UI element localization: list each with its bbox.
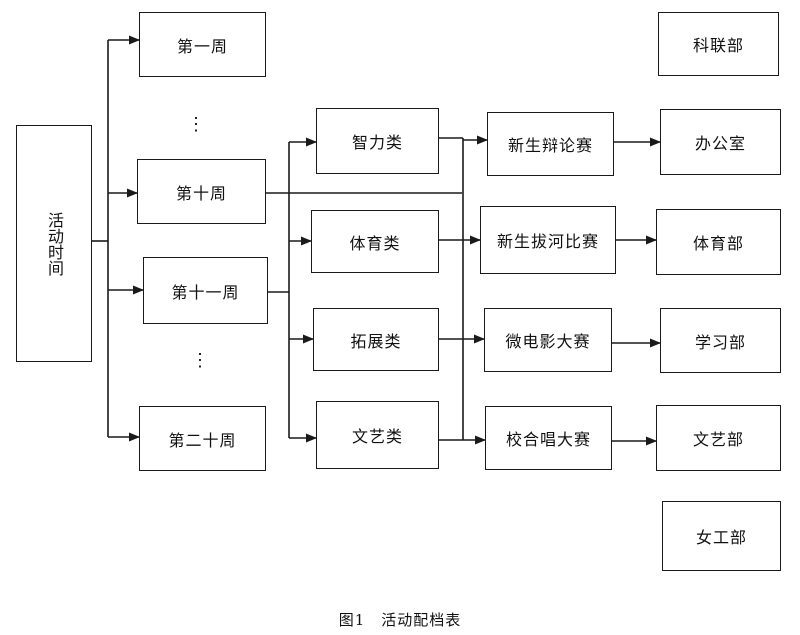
event-tug-of-war-node: 新生拔河比赛 <box>480 206 616 274</box>
dept-office-node: 办公室 <box>660 109 781 175</box>
category-arts-node: 文艺类 <box>316 401 439 469</box>
dept-women-node: 女工部 <box>662 501 781 571</box>
dept-arts-label: 文艺部 <box>692 430 744 449</box>
category-intellect-label: 智力类 <box>351 133 403 152</box>
dept-sports-node: 体育部 <box>656 209 781 275</box>
event-choir-label: 校合唱大赛 <box>505 430 591 449</box>
root-label: 活动时间 <box>45 211 64 276</box>
category-intellect-node: 智力类 <box>316 108 439 174</box>
dept-study-node: 学习部 <box>660 308 781 373</box>
dept-arts-node: 文艺部 <box>656 405 781 471</box>
event-tug-of-war-label: 新生拔河比赛 <box>496 232 599 251</box>
week-11-label: 第十一周 <box>171 282 240 302</box>
category-arts-label: 文艺类 <box>351 427 403 446</box>
figure-caption: 图1 活动配档表 <box>338 611 462 629</box>
root-node: 活动时间 <box>16 125 92 362</box>
dept-science-node: 科联部 <box>658 12 779 76</box>
dept-office-label: 办公室 <box>694 134 746 153</box>
event-micro-film-label: 微电影大赛 <box>505 332 591 351</box>
category-sports-label: 体育类 <box>349 233 401 253</box>
dept-science-label: 科联部 <box>692 36 744 55</box>
week-10-label: 第十周 <box>175 183 227 203</box>
dept-study-label: 学习部 <box>694 332 746 352</box>
week-20-label: 第二十周 <box>168 430 237 450</box>
week-10-node: 第十周 <box>137 159 266 224</box>
event-micro-film-node: 微电影大赛 <box>484 308 612 372</box>
event-debate-label: 新生辩论赛 <box>507 136 593 155</box>
week-11-node: 第十一周 <box>143 257 268 324</box>
category-outreach-node: 拓展类 <box>313 308 439 371</box>
dept-women-label: 女工部 <box>695 528 747 547</box>
week-1-label: 第一周 <box>176 36 228 56</box>
week-ellipsis-upper: ⋮ <box>187 114 205 135</box>
week-ellipsis-lower: ⋮ <box>191 350 209 371</box>
week-20-node: 第二十周 <box>139 406 266 471</box>
event-choir-node: 校合唱大赛 <box>485 406 612 470</box>
dept-sports-label: 体育部 <box>692 234 744 253</box>
category-outreach-label: 拓展类 <box>350 331 402 351</box>
week-1-node: 第一周 <box>139 12 266 77</box>
category-sports-node: 体育类 <box>311 210 439 273</box>
event-debate-node: 新生辩论赛 <box>487 112 614 176</box>
